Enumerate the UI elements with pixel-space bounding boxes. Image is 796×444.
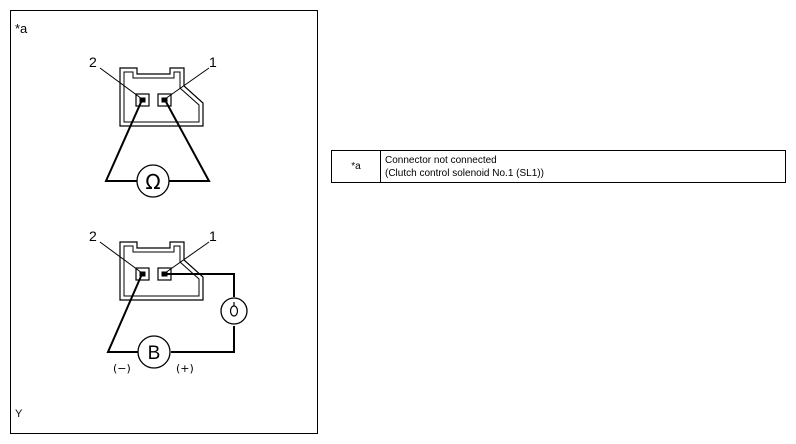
- negative-label: (−): [113, 362, 131, 375]
- connector-bottom: [119, 241, 204, 301]
- figure-frame: [10, 10, 318, 434]
- ohmmeter-lead-right: [164, 99, 211, 182]
- test-bulb-icon: [220, 297, 248, 325]
- legend-description: Connector not connected (Clutch control …: [381, 151, 785, 182]
- pin-label-1-top: 1: [209, 54, 217, 70]
- legend-line-2: (Clutch control solenoid No.1 (SL1)): [385, 168, 544, 179]
- leader-2-bottom: [99, 241, 143, 274]
- battery-symbol: B: [148, 343, 161, 364]
- figure-footer-code: Y: [15, 408, 23, 420]
- ohm-symbol: Ω: [145, 170, 160, 194]
- ohmmeter-lead-left: [104, 99, 143, 182]
- legend-line-1: Connector not connected: [385, 155, 497, 166]
- battery-lead-positive: [171, 326, 235, 353]
- legend-table: *a Connector not connected (Clutch contr…: [331, 150, 786, 183]
- pin-label-2-bottom: 2: [89, 228, 97, 244]
- battery-icon: [137, 335, 171, 369]
- ohmmeter-icon: [136, 164, 170, 198]
- pin-label-2-top: 2: [89, 54, 97, 70]
- legend-key: *a: [332, 151, 381, 182]
- figure-marker: *a: [15, 21, 28, 36]
- battery-lead-negative: [106, 273, 143, 353]
- leader-1-bottom: [164, 241, 210, 274]
- connector-top: [119, 67, 204, 127]
- leader-2-top: [99, 67, 143, 100]
- bulb-lead-top: [165, 273, 235, 297]
- positive-label: (+): [176, 362, 194, 375]
- pin-label-1-bottom: 1: [209, 228, 217, 244]
- leader-1-top: [164, 67, 210, 100]
